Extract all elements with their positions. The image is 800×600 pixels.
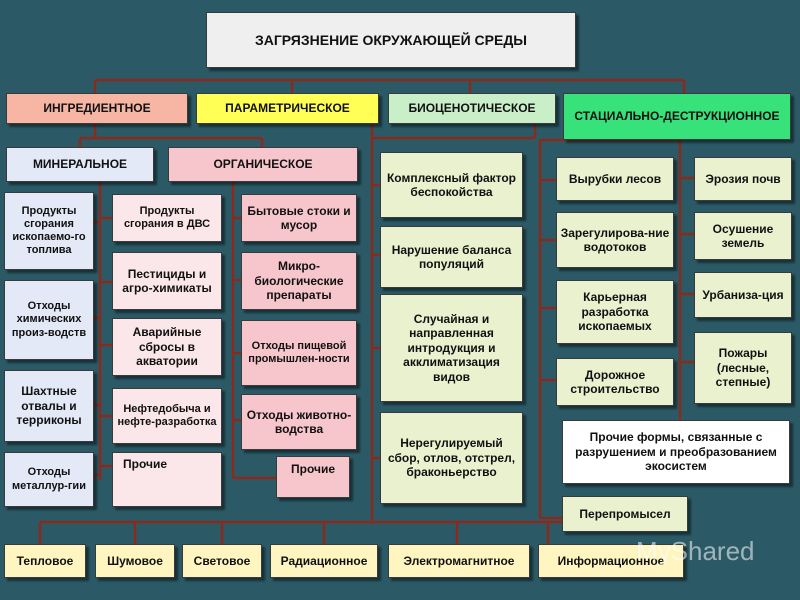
parametric-item-informational: Информационное — [538, 544, 684, 578]
parametric-item-noise: Шумовое — [95, 544, 175, 578]
middle-item-ice-combustion: Продукты сгорания в ДВС — [112, 194, 222, 242]
mineral-item-chemical-waste: Отходы химических произ-водств — [4, 280, 94, 360]
category-ingredient: ИНГРЕДИЕНТНОЕ — [6, 93, 188, 124]
stational-item-overfishing: Перепромысел — [562, 496, 688, 532]
mineral-item-mine-dumps: Шахтные отвалы и терриконы — [4, 370, 94, 442]
stational-item-water-regulation: Зарегулирова-ние водотоков — [556, 212, 674, 268]
middle-item-oil-extraction: Нефтедобыча и нефте-разработка — [112, 388, 222, 444]
mineral-item-metallurgy: Отходы металлур-гии — [4, 452, 94, 507]
stational-item-other-forms: Прочие формы, связанные с разрушением и … — [562, 420, 790, 484]
category-stational: СТАЦИАЛЬНО-ДЕСТРУКЦИОННОЕ — [563, 93, 791, 140]
parametric-item-electromagnetic: Электромагнитное — [388, 544, 530, 578]
mineral-item-fuel-combustion: Продукты сгорания ископаемо-го топлива — [4, 192, 94, 270]
parametric-item-light: Световое — [182, 544, 262, 578]
parametric-item-radiation: Радиационное — [270, 544, 378, 578]
diagram-title: ЗАГРЯЗНЕНИЕ ОКРУЖАЮЩЕЙ СРЕДЫ — [206, 12, 576, 68]
biocenotic-item-population-balance: Нарушение баланса популяций — [380, 226, 523, 288]
biocenotic-item-poaching: Нерегулируемый сбор, отлов, отстрел, бра… — [380, 412, 523, 504]
biocenotic-item-disturbance: Комплексный фактор беспокойства — [380, 152, 523, 218]
organic-item-household: Бытовые стоки и мусор — [241, 194, 357, 242]
subcategory-mineral: МИНЕРАЛЬНОЕ — [6, 147, 154, 182]
biocenotic-item-introduction: Случайная и направленная интродукция и а… — [380, 294, 523, 402]
middle-item-emergency-discharges: Аварийные сбросы в акватории — [112, 318, 222, 376]
organic-item-microbio: Микро-биологические препараты — [241, 252, 357, 310]
stational-item-quarrying: Карьерная разработка ископаемых — [556, 280, 674, 344]
subcategory-organic: ОРГАНИЧЕСКОЕ — [168, 147, 358, 182]
middle-item-pesticides: Пестициды и агро-химикаты — [112, 252, 222, 310]
organic-item-food-industry: Отходы пищевой промышлен-ности — [241, 320, 357, 386]
organic-item-livestock: Отходы животно-водства — [241, 394, 357, 450]
stational-item-deforestation: Вырубки лесов — [556, 157, 674, 201]
parametric-item-thermal: Тепловое — [4, 544, 86, 578]
organic-item-other: Прочие — [276, 456, 350, 498]
stational-item-soil-erosion: Эрозия почв — [694, 157, 792, 201]
stational-item-fires: Пожары (лесные, степные) — [694, 332, 792, 404]
stational-item-land-drainage: Осушение земель — [694, 212, 792, 260]
middle-item-other: Прочие — [112, 452, 222, 507]
stational-item-road-building: Дорожное строительство — [556, 358, 674, 406]
category-parametric: ПАРАМЕТРИЧЕСКОЕ — [196, 93, 379, 124]
stational-item-urbanization: Урбаниза-ция — [694, 272, 792, 318]
category-biocenotic: БИОЦЕНОТИЧЕСКОЕ — [388, 93, 556, 124]
watermark: MyShared — [636, 536, 755, 566]
